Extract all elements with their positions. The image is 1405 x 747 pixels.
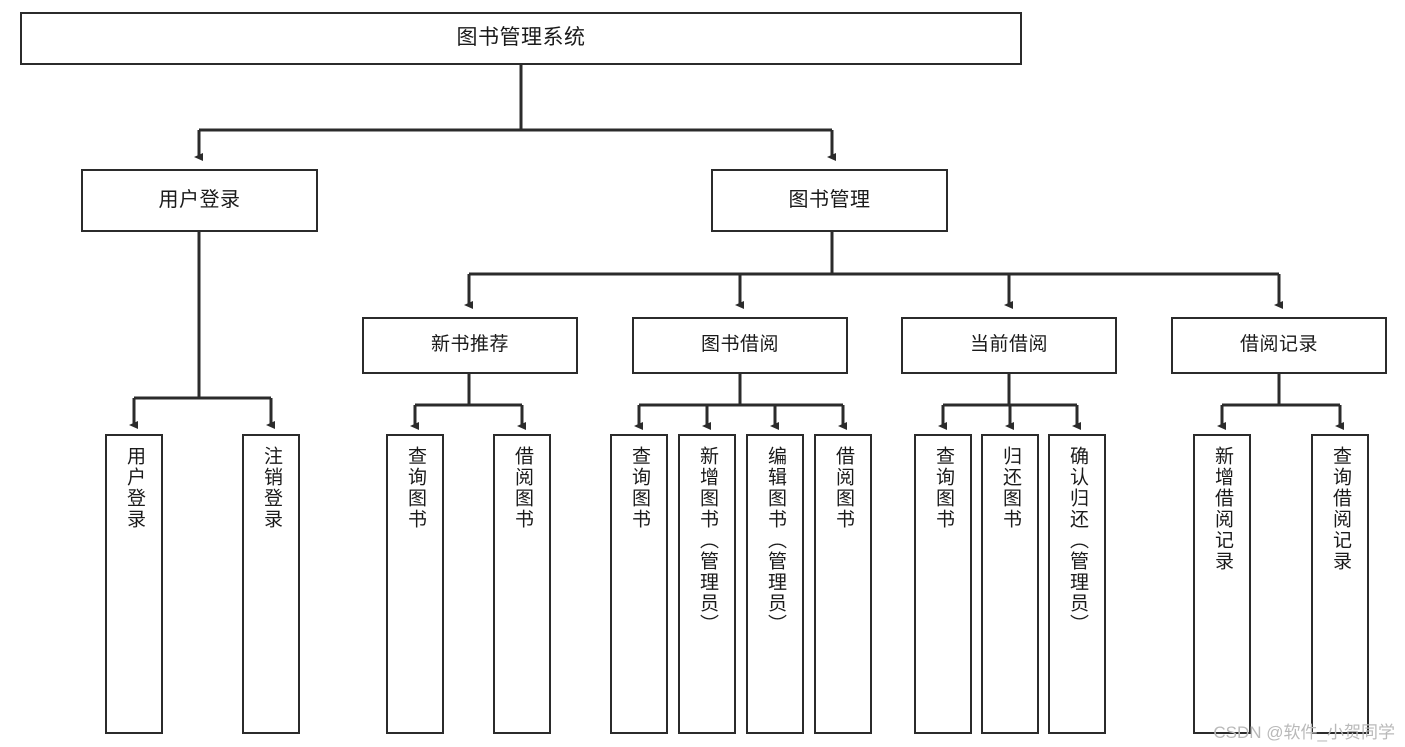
node-leaf-confirm-return-admin[interactable]: 确认归还（管理员） <box>1048 434 1106 734</box>
node-label: 编辑图书（管理员） <box>764 446 786 635</box>
node-book-management[interactable]: 图书管理 <box>711 169 948 232</box>
node-borrow-record[interactable]: 借阅记录 <box>1171 317 1387 374</box>
node-label: 当前借阅 <box>969 334 1048 356</box>
node-label: 新书推荐 <box>430 334 509 356</box>
node-label: 查询图书 <box>404 446 426 530</box>
node-label: 新增借阅记录 <box>1211 446 1233 572</box>
node-leaf-query-borrow-record[interactable]: 查询借阅记录 <box>1311 434 1369 734</box>
node-label: 新增图书（管理员） <box>696 446 718 635</box>
node-label: 查询借阅记录 <box>1329 446 1351 572</box>
node-leaf-borrow-book[interactable]: 借阅图书 <box>814 434 872 734</box>
node-leaf-logout[interactable]: 注销登录 <box>242 434 300 734</box>
node-current-borrow[interactable]: 当前借阅 <box>901 317 1117 374</box>
node-label: 确认归还（管理员） <box>1066 446 1088 635</box>
node-label: 借阅图书 <box>511 446 533 530</box>
node-root-system[interactable]: 图书管理系统 <box>20 12 1022 65</box>
node-leaf-return-book[interactable]: 归还图书 <box>981 434 1039 734</box>
node-label: 用户登录 <box>158 188 241 211</box>
node-leaf-user-login[interactable]: 用户登录 <box>105 434 163 734</box>
node-label: 借阅图书 <box>832 446 854 530</box>
node-leaf-query-book-borrow[interactable]: 查询图书 <box>610 434 668 734</box>
node-label: 图书管理 <box>788 188 871 211</box>
node-label: 查询图书 <box>628 446 650 530</box>
node-label: 用户登录 <box>123 446 145 530</box>
node-label: 图书借阅 <box>700 334 779 356</box>
node-book-borrow[interactable]: 图书借阅 <box>632 317 848 374</box>
node-label: 查询图书 <box>932 446 954 530</box>
node-leaf-add-borrow-record[interactable]: 新增借阅记录 <box>1193 434 1251 734</box>
node-leaf-query-book-current[interactable]: 查询图书 <box>914 434 972 734</box>
node-label: 注销登录 <box>260 446 282 530</box>
node-label: 图书管理系统 <box>456 26 586 50</box>
node-label: 借阅记录 <box>1239 334 1318 356</box>
node-leaf-query-book-recommend[interactable]: 查询图书 <box>386 434 444 734</box>
node-leaf-edit-book-admin[interactable]: 编辑图书（管理员） <box>746 434 804 734</box>
node-user-login[interactable]: 用户登录 <box>81 169 318 232</box>
node-label: 归还图书 <box>999 446 1021 530</box>
node-leaf-add-book-admin[interactable]: 新增图书（管理员） <box>678 434 736 734</box>
node-leaf-borrow-book-recommend[interactable]: 借阅图书 <box>493 434 551 734</box>
node-new-book-recommend[interactable]: 新书推荐 <box>362 317 578 374</box>
